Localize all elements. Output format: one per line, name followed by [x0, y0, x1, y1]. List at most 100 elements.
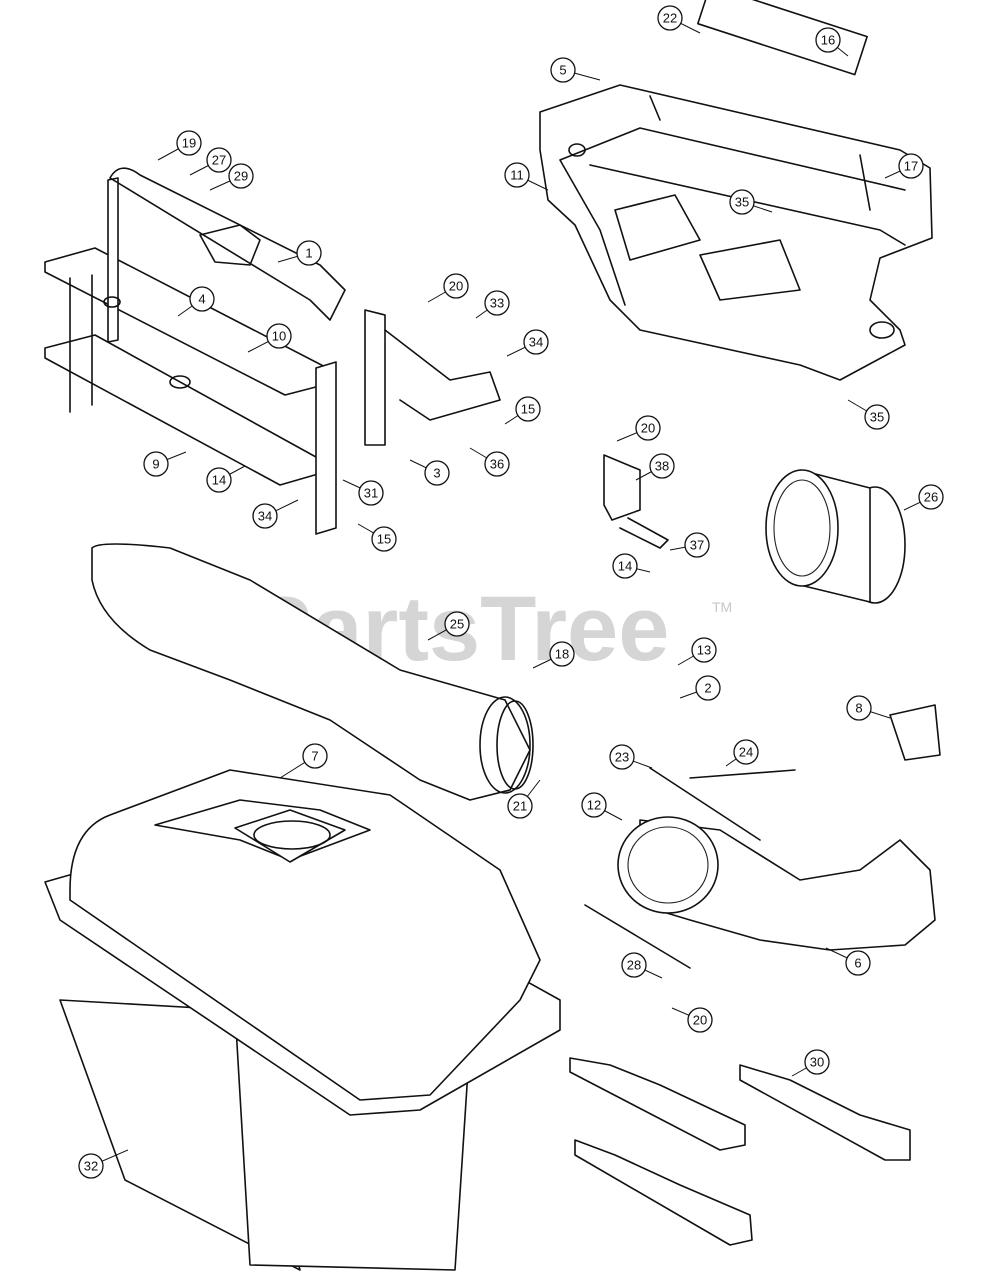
callout-14: 14: [206, 465, 246, 493]
callout-label: 35: [870, 410, 884, 425]
callout-19: 19: [157, 130, 202, 161]
callout-circle: [549, 641, 575, 667]
callout-circle: [815, 27, 841, 53]
deflector-shield: [603, 454, 669, 549]
callout-2: 2: [679, 675, 721, 701]
callout-label: 22: [663, 11, 677, 26]
callout-circle: [550, 57, 576, 83]
callout-circle: [918, 484, 944, 510]
chute-rods: [584, 767, 796, 969]
callout-label: 31: [364, 486, 378, 501]
callout-9: 9: [143, 451, 187, 477]
callout-25: 25: [427, 611, 470, 641]
callout-label: 20: [641, 421, 655, 436]
callout-label: 32: [84, 1159, 98, 1174]
discharge-chute-tube: [91, 543, 534, 801]
callout-26: 26: [903, 484, 944, 511]
callout-circle: [649, 453, 675, 479]
callout-circle: [252, 503, 278, 529]
callout-37: 37: [669, 532, 710, 558]
callout-circle: [371, 526, 397, 552]
callout-label: 10: [272, 329, 286, 344]
callout-circle: [143, 451, 169, 477]
callout-circle: [484, 451, 510, 477]
callout-label: 4: [198, 292, 205, 307]
watermark-trademark: TM: [712, 599, 732, 615]
callout-11: 11: [504, 162, 549, 191]
callout-label: 38: [655, 459, 669, 474]
callout-1: 1: [277, 240, 322, 266]
callout-36: 36: [469, 447, 510, 477]
callout-label: 8: [855, 701, 862, 716]
callout-27: 27: [189, 147, 232, 176]
chute-elbow: [617, 704, 941, 951]
callout-label: 5: [559, 63, 566, 78]
callout-circle: [444, 611, 470, 637]
callout-circle: [687, 1007, 713, 1033]
callout-label: 12: [587, 798, 601, 813]
callout-circle: [523, 329, 549, 355]
deck-hitch-frame: [539, 0, 933, 381]
callout-circle: [358, 480, 384, 506]
callout-circle: [176, 130, 202, 156]
callout-circle: [206, 147, 232, 173]
callout-circle: [206, 467, 232, 493]
callout-label: 14: [212, 473, 226, 488]
callout-label: 1: [305, 246, 312, 261]
callout-label: 37: [690, 538, 704, 553]
callout-label: 3: [433, 466, 440, 481]
callout-circle: [621, 952, 647, 978]
callout-label: 27: [212, 153, 226, 168]
callout-circle: [846, 695, 872, 721]
callout-17: 17: [884, 153, 924, 179]
callout-3: 3: [409, 459, 450, 486]
callout-14: 14: [612, 553, 651, 579]
callout-circle: [484, 290, 510, 316]
callout-35: 35: [847, 399, 890, 430]
callout-circle: [898, 153, 924, 179]
callout-label: 6: [854, 956, 861, 971]
callout-30: 30: [791, 1049, 830, 1077]
callout-label: 28: [627, 958, 641, 973]
callout-35: 35: [729, 189, 773, 215]
callout-circle: [228, 163, 254, 189]
callout-circle: [864, 404, 890, 430]
callout-circle: [635, 415, 661, 441]
callout-circle: [302, 743, 328, 769]
callout-8: 8: [846, 695, 891, 721]
callout-label: 19: [182, 136, 196, 151]
callout-6: 6: [825, 947, 871, 976]
callout-circle: [695, 675, 721, 701]
callout-label: 20: [693, 1013, 707, 1028]
callout-label: 30: [810, 1055, 824, 1070]
callout-20: 20: [616, 415, 661, 442]
callout-label: 35: [735, 195, 749, 210]
callout-38: 38: [635, 453, 675, 481]
callout-label: 34: [529, 335, 543, 350]
callout-4: 4: [177, 286, 215, 317]
callout-label: 18: [555, 647, 569, 662]
callout-label: 13: [697, 643, 711, 658]
callout-13: 13: [677, 637, 717, 666]
callout-label: 23: [615, 750, 629, 765]
grass-bag-assembly: [44, 769, 561, 1271]
callout-18: 18: [532, 641, 575, 669]
callout-circle: [266, 323, 292, 349]
callout-5: 5: [550, 57, 601, 83]
callout-circle: [78, 1153, 104, 1179]
callout-20: 20: [427, 273, 469, 303]
callout-circle: [657, 5, 683, 31]
callout-34: 34: [252, 499, 299, 529]
callout-29: 29: [209, 163, 254, 191]
mower-blades: [569, 1057, 911, 1246]
callout-circle: [804, 1049, 830, 1075]
callout-32: 32: [78, 1149, 129, 1179]
callout-circle: [581, 792, 607, 818]
callout-label: 14: [618, 559, 632, 574]
callout-label: 15: [377, 532, 391, 547]
callout-12: 12: [581, 792, 623, 821]
callout-circle: [424, 460, 450, 486]
callout-label: 24: [739, 745, 753, 760]
mounting-frame: [44, 167, 501, 535]
